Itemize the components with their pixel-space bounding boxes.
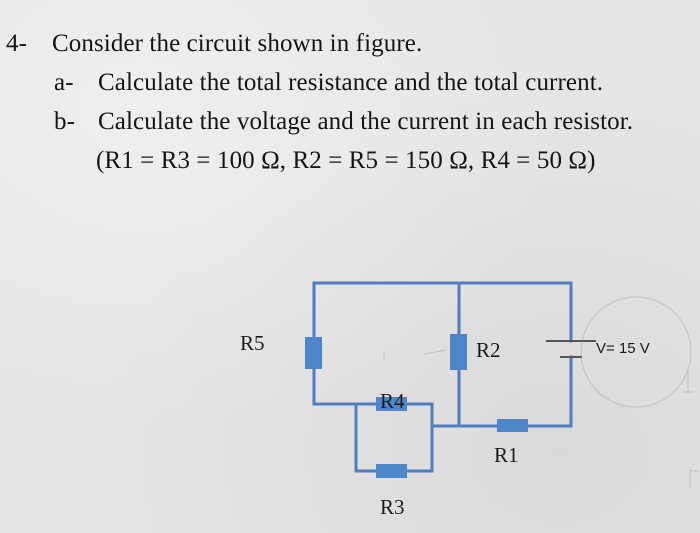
voltage-label: V= 15 V [596,340,650,357]
problem-intro: Consider the circuit shown in figure. [52,30,423,57]
pencil-marks [383,296,699,488]
r2-label: R2 [476,338,501,362]
r5-label: R5 [240,331,265,355]
part-a-marker: a- [54,69,74,96]
r4-label: R4 [380,389,405,413]
problem-number: 4- [6,30,28,57]
resistor-values: (R1 = R3 = 100 Ω, R2 = R5 = 150 Ω, R4 = … [96,147,596,174]
battery-icon [546,340,596,358]
part-b-marker: b- [54,108,76,135]
r4-resistor [376,397,407,411]
r3-label: R3 [380,495,405,519]
r1-label: R1 [494,443,519,467]
r2-resistor [450,334,467,370]
part-a-text: Calculate the total resistance and the t… [98,69,604,96]
part-b-text: Calculate the voltage and the current in… [98,108,634,135]
r3-resistor [376,464,407,478]
r5-resistor [305,337,322,369]
r1-resistor [497,419,528,432]
